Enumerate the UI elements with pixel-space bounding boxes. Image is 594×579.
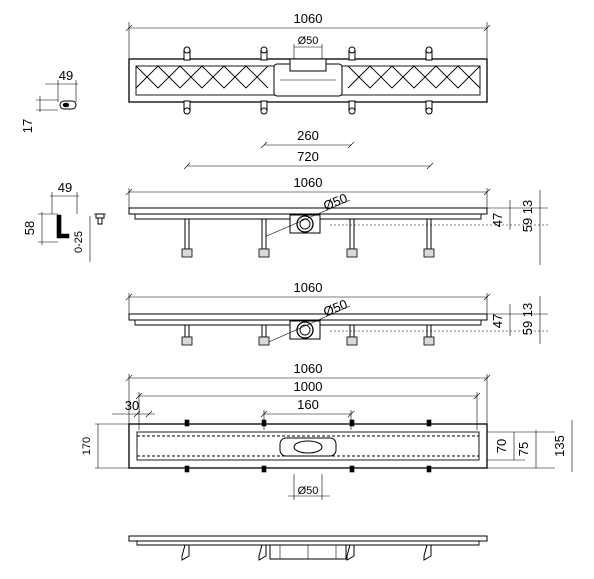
plan-view: 1060 1000 30 160: [81, 361, 573, 500]
dim-70-plan: 70: [494, 439, 509, 453]
dim-160-plan: 160: [297, 397, 319, 412]
dim-1000-plan: 1000: [294, 379, 323, 394]
foot-detail-side: 49 58 0-25: [22, 180, 106, 262]
dim-720: 720: [297, 149, 319, 164]
foot-adjust-label: 0-25: [73, 231, 85, 253]
bottom-feet: [181, 544, 432, 561]
dim-75-plan: 75: [516, 442, 531, 456]
side-view-2: 1060 Ø50 47 59 13: [125, 280, 548, 346]
grate-inner: [136, 431, 480, 461]
zigzag-left: [135, 65, 269, 89]
dim-59-side2: 59: [520, 321, 535, 335]
dim-30-plan: 30: [125, 398, 139, 413]
bottom-side-view: [128, 535, 488, 561]
dim-13-side2: 13: [520, 303, 535, 317]
zigzag-right-2: [347, 65, 481, 89]
outlet-dimension-top: Ø50: [293, 35, 323, 62]
foot-width-label: 49: [59, 68, 73, 83]
foot-height-label: 17: [20, 119, 35, 133]
outlet-pipe: [289, 58, 327, 72]
dim-59-side1: 59: [520, 218, 535, 232]
dim-13-side1: 13: [520, 200, 535, 214]
outlet-body: [289, 214, 321, 234]
grate-frame: [128, 423, 488, 469]
feet-top-view: [183, 46, 433, 115]
top-view: 1060 Ø50: [125, 11, 491, 115]
foot-side-width: 49: [58, 180, 72, 195]
dim-47-side1: 47: [490, 213, 505, 227]
dim-170-plan: 170: [81, 437, 93, 455]
zigzag-left-2: [135, 65, 269, 89]
dimension-1060-top: 1060: [125, 11, 491, 58]
channel-profile-2: [128, 313, 488, 321]
dim-260: 260: [297, 128, 319, 143]
dim-1060-side1: 1060: [294, 175, 323, 190]
side-view-1: 260 720 1060 Ø50 47 59: [125, 128, 548, 265]
dim-1060-side2: 1060: [294, 280, 323, 295]
dim-1060-plan: 1060: [294, 361, 323, 376]
outlet-label-plan: Ø50: [298, 485, 319, 497]
dim-47-side2: 47: [490, 314, 505, 328]
plan-feet: [184, 419, 432, 473]
bottom-profile: [128, 535, 488, 542]
foot-side-height: 58: [22, 221, 37, 235]
foot-bracket-icon: [56, 214, 70, 239]
dim-135-plan: 135: [552, 435, 567, 457]
foot-detail-top: 49 17: [20, 68, 78, 133]
feet-side2: [181, 324, 435, 346]
dimension-label: 1060: [294, 11, 323, 26]
zigzag-right: [347, 65, 481, 89]
outlet-label: Ø50: [298, 35, 319, 47]
channel-profile: [128, 207, 488, 215]
feet-side1: [181, 218, 435, 258]
outlet-body-2: [289, 320, 321, 340]
